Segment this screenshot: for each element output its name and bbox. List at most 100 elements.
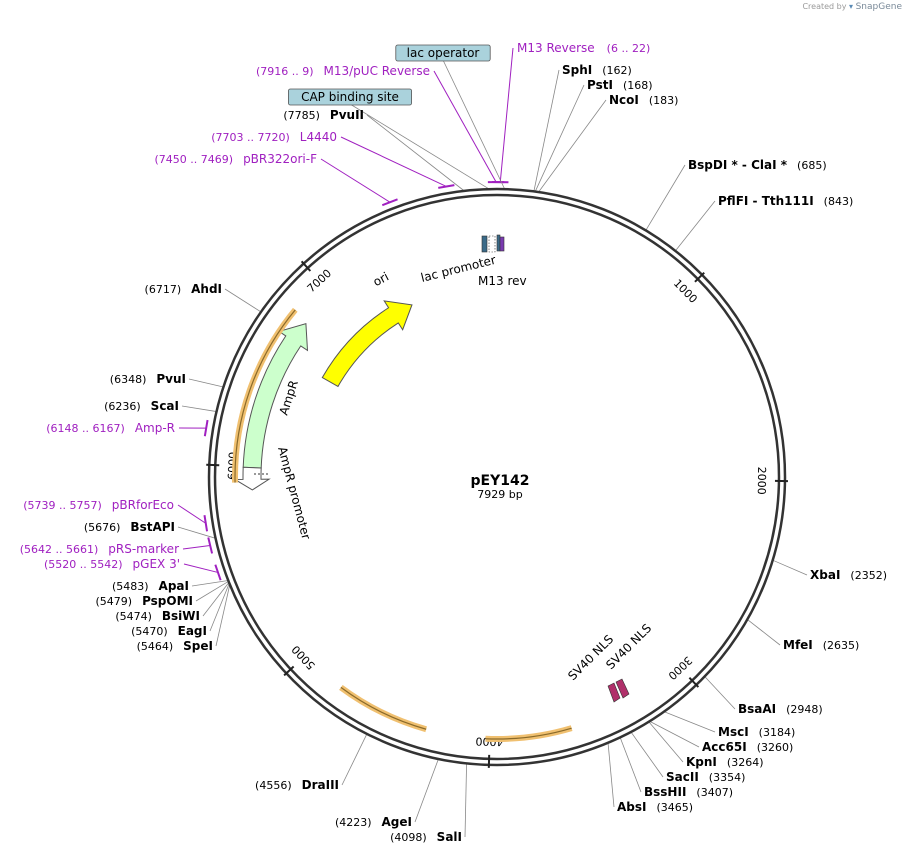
site-pflfi[interactable]: PflFI - Tth111I(843) [718,194,853,208]
site-bspdi[interactable]: BspDI * - ClaI *(685) [688,158,827,172]
site-eagi[interactable]: (5470)EagI [131,624,207,638]
svg-text:XbaI(2352): XbaI(2352) [810,568,887,582]
ampr-promoter-label: AmpR promoter [275,445,313,541]
site-psti[interactable]: PstI(168) [587,78,653,92]
primer-pgex[interactable]: (5520 .. 5542)pGEX 3' [44,557,180,571]
sv40-nls-marker-1[interactable] [607,682,621,703]
site-position: (685) [797,159,827,172]
site-connector [533,69,560,192]
svg-text:(6717)AhdI: (6717)AhdI [145,282,222,296]
site-connector [619,737,642,793]
ori-feature[interactable] [321,300,413,388]
lac-promoter-marker[interactable] [488,235,496,253]
site-msci[interactable]: MscI(3184) [718,725,795,739]
primer-range: (5642 .. 5661) [20,543,99,556]
primer-prs[interactable]: (5642 .. 5661) pRS-marker [20,542,179,556]
credit-brand: SnapGene [855,2,902,12]
site-position: (6348) [110,373,147,386]
site-connector [648,721,684,763]
primer-pbrfor[interactable]: (5739 .. 5757)pBRforEco [23,498,174,512]
svg-text:(6236)ScaI: (6236)ScaI [104,399,179,413]
site-bsshii[interactable]: BssHII(3407) [644,785,733,799]
site-sphi[interactable]: SphI(162) [562,63,632,77]
site-ahdi[interactable]: (6717)AhdI [145,282,222,296]
site-agei[interactable]: (4223)AgeI [335,815,412,829]
primer-range: (6148 .. 6167) [46,422,125,435]
site-name: MfeI [783,638,813,652]
site-absi[interactable]: AbsI(3465) [617,800,693,814]
site-name: BsaAI [738,702,776,716]
site-pvui[interactable]: (6348) PvuI [110,372,186,386]
primer-mark [203,419,209,437]
sv40-nls-marker-2[interactable] [615,678,630,699]
m13-rev-marker[interactable] [499,236,505,252]
site-kpni[interactable]: KpnI(3264) [686,755,763,769]
svg-text:(6148 .. 6167)Amp-R: (6148 .. 6167) Amp-R [46,421,175,435]
primer-name: pRS-marker [108,542,179,556]
feature-lacop[interactable]: lac operator [395,44,491,62]
primer-range: (6 .. 22) [607,42,651,55]
primer-connector [183,563,218,573]
site-spei[interactable]: (5464)SpeI [137,639,213,653]
site-draiii[interactable]: (4556)DraIII [255,778,339,792]
center-title: pEY142 7929 bp [471,473,530,501]
misc-feature-bottom-2-core [340,686,427,730]
site-name: AbsI [617,800,646,814]
site-position: (2948) [786,703,823,716]
site-position: (3407) [696,786,733,799]
site-scai[interactable]: (6236)ScaI [104,399,179,413]
svg-text:(5739 .. 5757)pBRforEco: (5739 .. 5757)pBRforEco [23,498,174,512]
site-bsiwi[interactable]: (5474) BsiWI [115,609,200,623]
site-ncoi[interactable]: NcoI(183) [609,93,678,107]
site-pspomi[interactable]: (5479)PspOMI [95,594,193,608]
site-sali[interactable]: (4098)SalI [390,830,462,844]
svg-text:SacII(3354): SacII(3354) [666,770,745,784]
site-name: AgeI [382,815,412,829]
site-position: (3184) [759,726,796,739]
backbone-inner [213,193,781,761]
primer-name: Amp-R [135,421,175,435]
site-position: (5470) [131,625,168,638]
site-pvuii[interactable]: (7785)PvuII [283,108,364,122]
site-position: (5474) [115,610,152,623]
site-position: (6717) [145,283,182,296]
labels: SphI(162)PstI(168)NcoI(183) BspDI * - Cla… [20,41,887,844]
primer-name: M13 Reverse [517,41,595,55]
primer-m13puc[interactable]: (7916 .. 9)M13/pUC Reverse [256,64,430,78]
feature-box-label: CAP binding site [301,90,399,104]
site-acc65i[interactable]: Acc65I(3260) [702,740,793,754]
site-position: (843) [824,195,854,208]
primer-m13rev[interactable]: M13 Reverse (6 .. 22) [517,41,650,55]
svg-text:(5642 .. 5661)pRS-marker: (5642 .. 5661) pRS-marker [20,542,179,556]
site-name: BsiWI [162,609,200,623]
misc-feature-bottom-2[interactable] [339,685,427,733]
site-bsaai[interactable]: BsaAI (2948) [738,702,823,716]
cap-site-marker[interactable] [481,235,488,253]
site-bstapi[interactable]: (5676)BstAPI [84,520,175,534]
primer-name: L4440 [300,130,337,144]
site-name: DraIII [302,778,339,792]
site-sacii[interactable]: SacII(3354) [666,770,745,784]
primer-range: (7450 .. 7469) [155,153,234,166]
site-connector [464,763,467,838]
lac-operator-marker[interactable] [496,234,501,252]
primer-ampr_p[interactable]: (6148 .. 6167) Amp-R [46,421,175,435]
site-connector [675,200,716,252]
primer-pbr322[interactable]: (7450 .. 7469)pBR322ori-F [155,152,318,166]
site-xbai[interactable]: XbaI(2352) [810,568,887,582]
svg-text:(5464)SpeI: (5464)SpeI [137,639,213,653]
tick-mark [694,271,705,283]
feature-box-label: lac operator [407,46,480,60]
ampr-promoter-feature[interactable] [233,466,271,491]
site-name: ScaI [151,399,179,413]
svg-text:BsaAI(2948): BsaAI (2948) [738,702,823,716]
feature-cap[interactable]: CAP binding site [287,88,412,106]
primer-mark [381,198,398,207]
site-apai[interactable]: (5483)ApaI [112,579,189,593]
site-mfei[interactable]: MfeI(2635) [783,638,859,652]
site-position: (3264) [727,756,764,769]
site-name: SacII [666,770,699,784]
site-name: PvuI [156,372,186,386]
primer-l4440[interactable]: (7703 .. 7720)L4440 [211,130,337,144]
ampr-feature[interactable] [242,323,309,469]
